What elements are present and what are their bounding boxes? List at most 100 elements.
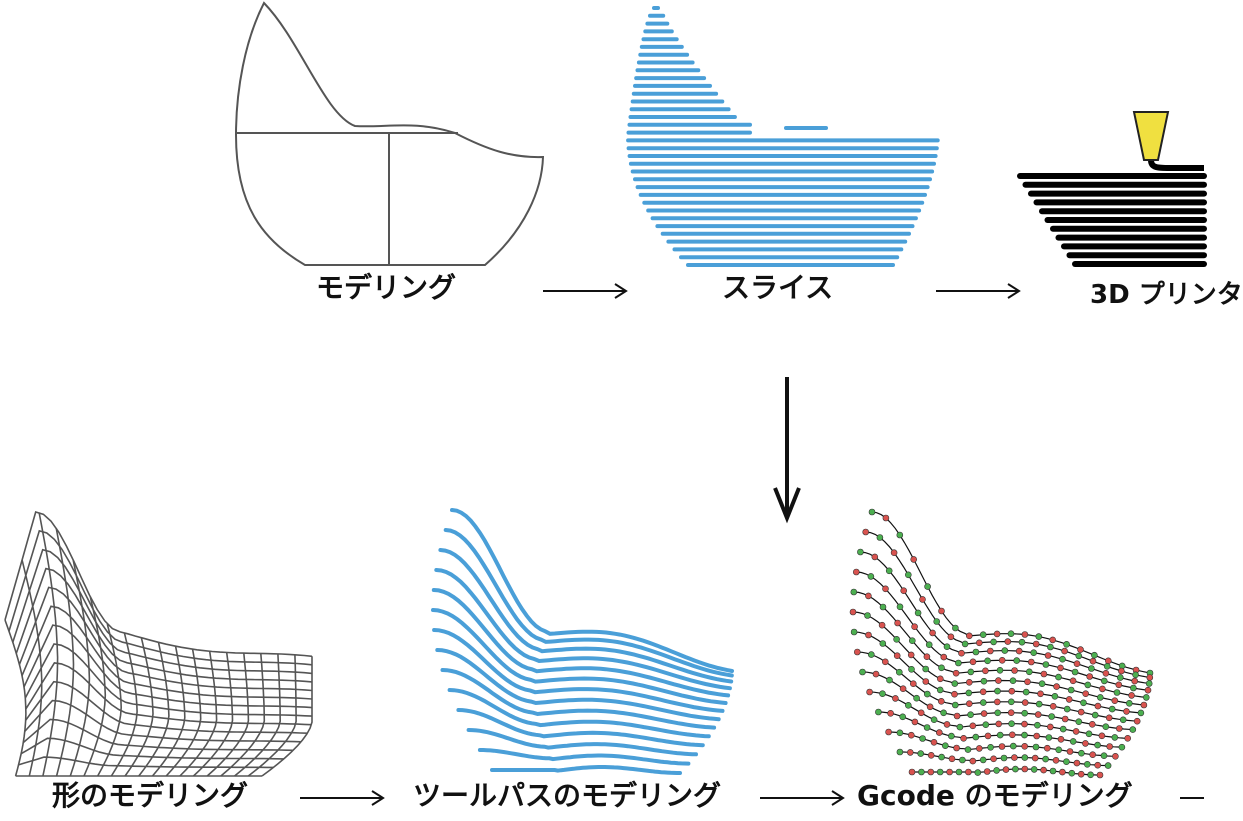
gcode-point — [887, 709, 894, 717]
gcode-point — [1061, 715, 1069, 723]
gcode-point — [940, 653, 948, 661]
gcode-point — [1032, 640, 1040, 648]
mesh-column-line — [234, 653, 282, 777]
gcode-point — [951, 701, 959, 709]
gcode-point — [882, 514, 890, 522]
gcode-point — [875, 708, 882, 716]
mesh-column-line — [179, 651, 218, 777]
gcode-point — [1066, 748, 1074, 755]
gcode-point — [1094, 702, 1102, 710]
gcode-point — [917, 709, 925, 717]
gcode-point — [865, 592, 872, 600]
mesh-column-line — [192, 652, 234, 777]
gcode-point — [853, 648, 861, 656]
gcode-point — [876, 534, 884, 541]
gcode-point — [1111, 697, 1119, 705]
gcode-point — [1022, 688, 1030, 696]
gcode-point — [1040, 670, 1048, 678]
gcode-point — [941, 742, 949, 750]
gcode-point — [993, 767, 1000, 774]
gcode-point — [1144, 686, 1152, 694]
modeling-outline — [234, 1, 545, 266]
gcode-point — [956, 723, 964, 731]
mesh-column-line — [138, 642, 170, 777]
gcode-point — [1007, 709, 1015, 717]
gcode-point — [1126, 699, 1133, 707]
gcode-point — [1007, 698, 1015, 706]
gcode-point — [1021, 631, 1029, 638]
gcode-point — [1057, 664, 1064, 672]
gcode-point — [917, 750, 925, 757]
gcode-point — [1129, 726, 1137, 733]
label-shape-modeling: 形のモデリング — [52, 779, 249, 812]
gcode-point — [979, 699, 987, 706]
gcode-point — [994, 709, 1002, 717]
gcode-point — [900, 587, 908, 595]
gcode-point — [1051, 692, 1059, 700]
gcode-point — [868, 508, 876, 516]
gcode-point — [910, 556, 918, 563]
label-print: 3D プリンタ — [1090, 280, 1243, 310]
gcode-point — [1049, 636, 1056, 644]
gcode-point — [1108, 705, 1116, 713]
gcode-point — [899, 713, 907, 721]
gcode-point — [936, 768, 944, 776]
gcode-point — [1077, 770, 1085, 778]
gcode-point — [996, 666, 1004, 674]
gcode-point — [1026, 668, 1033, 676]
gcode-point — [1117, 674, 1124, 681]
toolpath-curve — [477, 748, 691, 766]
gcode-point — [857, 548, 864, 556]
gcode-point — [1065, 696, 1073, 703]
gcode-point — [859, 668, 866, 676]
gcode-point — [1087, 771, 1094, 779]
gcode-point — [967, 668, 975, 676]
gcode-point — [1112, 752, 1119, 760]
gcode-point — [1075, 718, 1083, 726]
gcode-point — [953, 712, 961, 720]
gcode-point — [1073, 759, 1081, 767]
gcode-point — [909, 680, 917, 688]
gcode-point — [1049, 702, 1057, 710]
gcode-point — [929, 629, 936, 637]
gcode-point — [1104, 762, 1112, 769]
gcode-point — [990, 755, 997, 763]
gcode-point — [1118, 743, 1126, 751]
arrow-shape-to-toolpath — [300, 790, 385, 806]
gcode-point — [879, 603, 887, 611]
gcode-point — [1131, 677, 1138, 685]
toolpath-curve — [443, 528, 734, 678]
gcode-point — [1009, 677, 1017, 685]
gcode-point — [938, 664, 945, 672]
gcode-point — [982, 721, 990, 729]
gcode-point — [1116, 725, 1123, 732]
toolpath-curve — [490, 765, 682, 775]
toolpath-curve — [435, 648, 721, 722]
pipeline-diagram — [4, 1, 1207, 806]
gcode-point — [1145, 680, 1153, 687]
gcode-point — [1034, 721, 1041, 729]
gcode-point — [1042, 755, 1049, 763]
gcode-point — [1055, 746, 1062, 754]
gcode-point — [938, 753, 945, 761]
gcode-point — [1098, 732, 1106, 740]
gcode-point — [879, 640, 887, 647]
gcode-point — [907, 651, 915, 659]
gcode-point — [864, 612, 871, 619]
gcode-point — [998, 743, 1006, 750]
gcode-point — [982, 667, 989, 675]
gcode-point — [1040, 766, 1047, 774]
gcode-point — [1028, 658, 1035, 666]
gcode-point — [1124, 734, 1131, 742]
gcode-point — [965, 632, 973, 640]
gcode-point — [1146, 674, 1154, 681]
gcode-point — [980, 677, 988, 685]
gcode-point — [1071, 668, 1079, 676]
gcode-point — [1021, 754, 1029, 761]
gcode-point — [904, 571, 912, 579]
gcode-point — [1042, 661, 1050, 668]
gcode-point — [965, 678, 973, 686]
gcode-point — [913, 694, 920, 702]
gcode-point — [1047, 723, 1054, 731]
gcode-point — [1021, 720, 1028, 728]
